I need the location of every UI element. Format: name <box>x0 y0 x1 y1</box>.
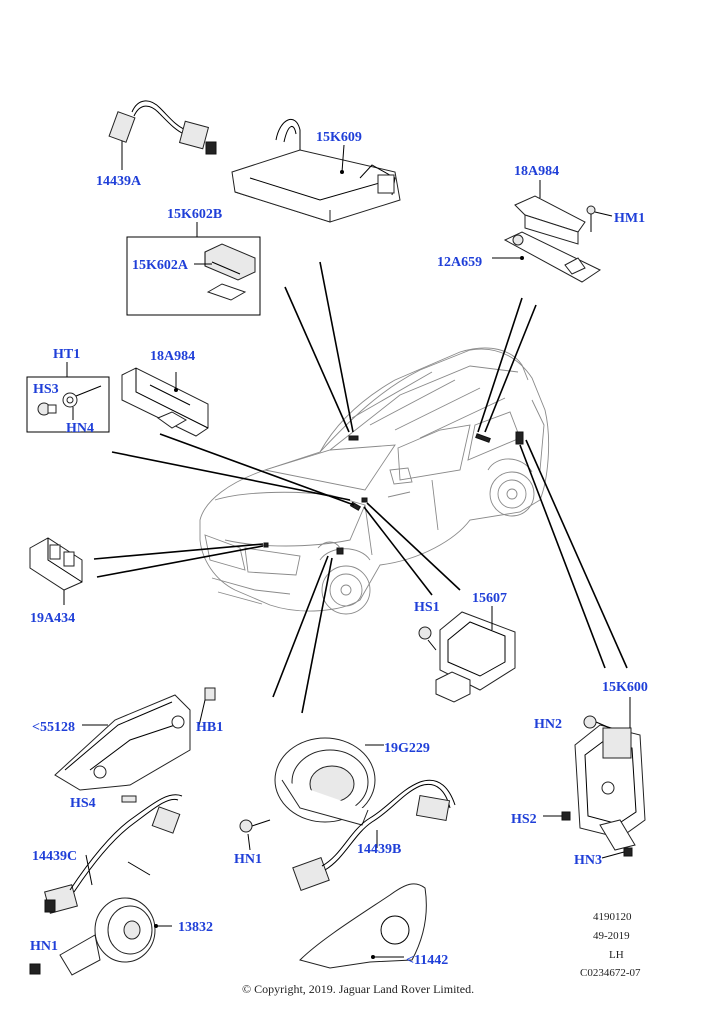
harness-14439a <box>108 100 217 170</box>
label-14439c[interactable]: 14439C <box>32 849 77 864</box>
kit-ht1 <box>26 362 110 433</box>
label-15607[interactable]: 15607 <box>472 591 507 606</box>
copyright-notice: © Copyright, 2019. Jaguar Land Rover Lim… <box>242 982 474 996</box>
label-14439a[interactable]: 14439A <box>96 174 142 189</box>
label-hn4[interactable]: HN4 <box>66 421 94 436</box>
module-15607 <box>418 606 516 703</box>
bracket-18a984-left <box>121 367 209 437</box>
module-15k609 <box>231 118 401 223</box>
label-18a984-left[interactable]: 18A984 <box>150 349 195 364</box>
vehicle-illustration <box>199 347 550 615</box>
panel-11442 <box>299 883 427 969</box>
leader-lines <box>93 261 628 714</box>
label-hm1[interactable]: HM1 <box>614 211 645 226</box>
speaker-19g229 <box>239 737 384 851</box>
label-hn1-mid[interactable]: HN1 <box>234 852 262 867</box>
label-13832[interactable]: 13832 <box>178 920 213 935</box>
harness-14439c <box>44 794 183 914</box>
label-hs4[interactable]: HS4 <box>70 796 96 811</box>
label-14439b[interactable]: 14439B <box>357 842 401 857</box>
label-hs1[interactable]: HS1 <box>414 600 440 615</box>
bracket-19a434 <box>29 537 83 605</box>
label-19g229[interactable]: 19G229 <box>384 741 430 756</box>
label-15k602a[interactable]: 15K602A <box>132 258 189 273</box>
harness-14439b <box>292 779 456 892</box>
meta-line-4: C0234672-07 <box>580 967 641 979</box>
label-15k602b[interactable]: 15K602B <box>167 207 222 222</box>
label-hn3[interactable]: HN3 <box>574 853 602 868</box>
label-hn1-left[interactable]: HN1 <box>30 939 58 954</box>
part-labels: 14439A 15K609 15K602B 15K602A 18A984 HM1… <box>30 130 648 968</box>
meta-line-1: 4190120 <box>593 911 632 923</box>
label-hb1[interactable]: HB1 <box>196 720 223 735</box>
label-ht1[interactable]: HT1 <box>53 347 80 362</box>
bracket-18a984-top <box>514 180 613 245</box>
horn-13832 <box>29 861 172 976</box>
label-15k600[interactable]: 15K600 <box>602 680 648 695</box>
module-15k600 <box>543 697 646 859</box>
label-15k609[interactable]: 15K609 <box>316 130 362 145</box>
kit-15k602b <box>126 222 261 316</box>
plate-12a659 <box>492 231 602 283</box>
label-11442[interactable]: <11442 <box>406 953 448 968</box>
meta-line-2: 49-2019 <box>593 930 630 942</box>
label-hs2[interactable]: HS2 <box>511 812 537 827</box>
bracket-55128 <box>54 687 216 803</box>
label-hn2[interactable]: HN2 <box>534 717 562 732</box>
label-18a984-top[interactable]: 18A984 <box>514 164 559 179</box>
diagram-metadata: 4190120 49-2019 LH C0234672-07 <box>580 911 641 979</box>
label-12a659[interactable]: 12A659 <box>437 255 482 270</box>
label-19a434[interactable]: 19A434 <box>30 611 75 626</box>
meta-line-3: LH <box>609 949 624 961</box>
label-55128[interactable]: <55128 <box>32 720 75 735</box>
label-hs3[interactable]: HS3 <box>33 382 59 397</box>
